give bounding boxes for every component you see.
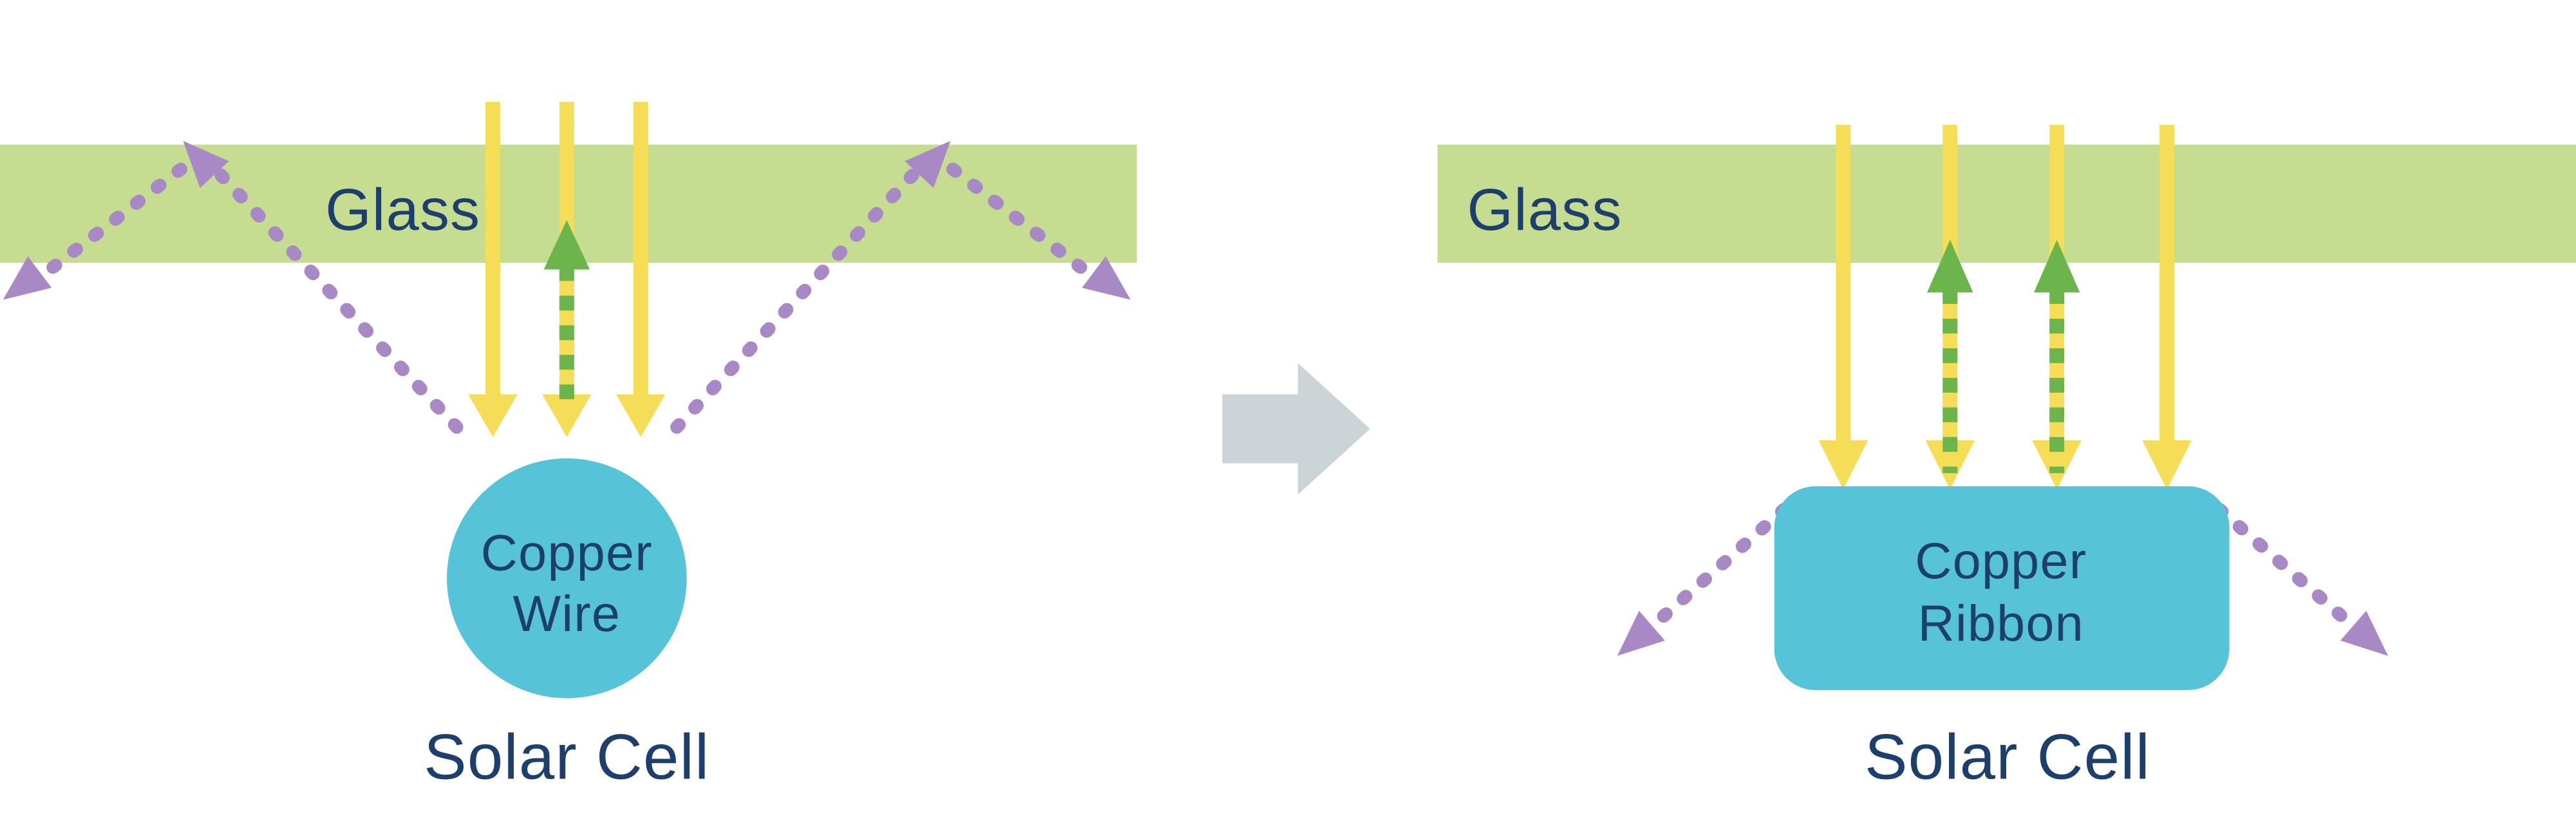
solar-cell-label: Solar Cell: [424, 721, 710, 793]
sunlight-arrow-head: [1925, 440, 1975, 490]
scattered-light-arrowhead: [3, 256, 52, 300]
sunlight-arrow-head: [2142, 440, 2192, 490]
sunlight-arrow-head: [468, 394, 518, 437]
sunlight-arrow-head: [2032, 440, 2082, 490]
scattered-light-path: [2213, 502, 2358, 631]
scattered-light-path: [946, 162, 1101, 285]
copper-wire-shape: [447, 458, 687, 699]
copper-wire-label-line2: Wire: [512, 585, 621, 642]
reflected-light-head: [2033, 240, 2080, 293]
sunlight-arrow-head: [616, 394, 666, 437]
copper-ribbon-label-line1: Copper: [1915, 532, 2087, 589]
left-panel: Glass Copper Wire Solar Cell: [0, 102, 1137, 793]
glass-label: Glass: [325, 177, 480, 243]
scattered-light-arrowhead: [2340, 610, 2389, 656]
reflected-light-head: [1927, 240, 1973, 293]
sunlight-arrow-head: [542, 394, 592, 437]
scattered-light-arrowhead: [1082, 256, 1131, 300]
scattered-light-arrowhead: [905, 140, 951, 188]
sunlight-arrow-head: [1818, 440, 1868, 490]
copper-ribbon-shape: [1774, 486, 2230, 690]
glass-layer: [1437, 144, 2576, 263]
solar-cell-label: Solar Cell: [1865, 721, 2150, 793]
scattered-light-path: [1648, 502, 1791, 631]
scattered-light-path: [33, 162, 187, 285]
scattered-light-arrowhead: [183, 140, 229, 188]
copper-ribbon-label-line2: Ribbon: [1918, 594, 2084, 652]
copper-wire-label-line1: Copper: [481, 523, 653, 581]
right-panel: Glass Copper Ribbon Solar Cell: [1437, 124, 2576, 793]
scattered-light-path: [670, 165, 922, 434]
right-block-arrow-icon: [1222, 362, 1371, 495]
scattered-light-arrowhead: [1617, 610, 1665, 656]
glass-label: Glass: [1467, 177, 1622, 243]
scattered-light-path: [212, 165, 464, 434]
reflected-light-head: [543, 220, 590, 270]
transform-arrow: [1222, 362, 1371, 495]
